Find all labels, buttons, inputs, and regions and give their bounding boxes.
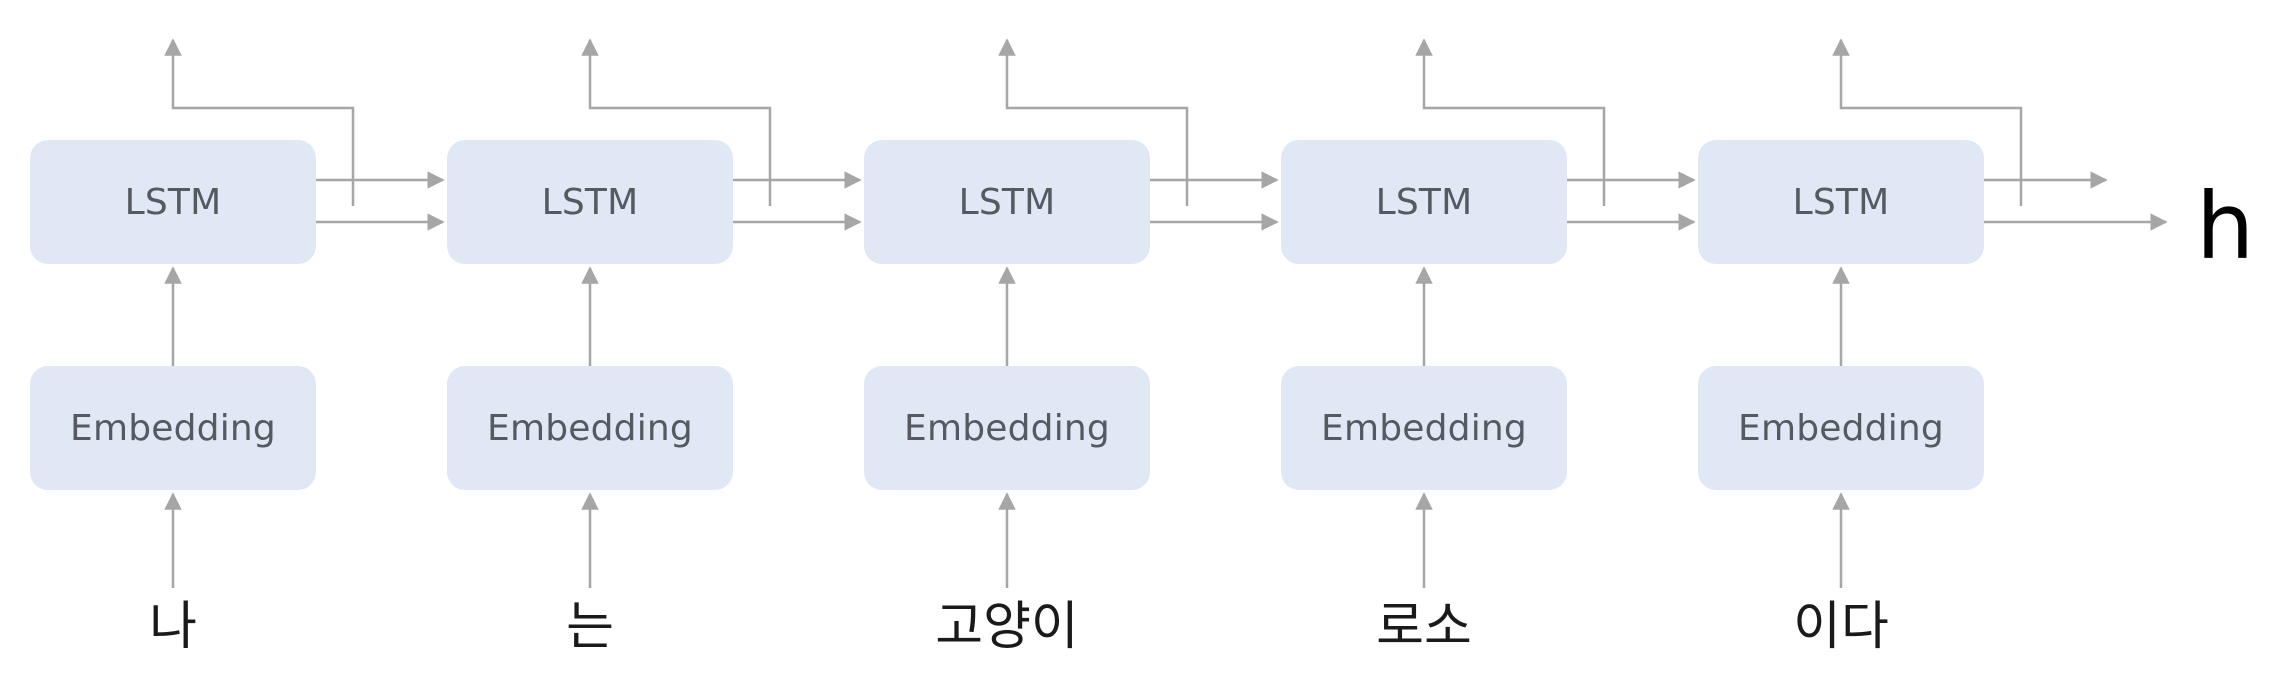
embedding-layer-3: Embedding: [864, 366, 1150, 490]
output-up-arrow-2: [581, 38, 772, 206]
embedding-layer-label: Embedding: [487, 407, 693, 449]
lstm-cell-label: LSTM: [124, 181, 222, 223]
input-token-3: 고양이: [935, 597, 1079, 657]
lstm-cell-2: LSTM: [447, 140, 733, 264]
lstm-cell-label: LSTM: [1375, 181, 1473, 223]
embedding-layer-label: Embedding: [904, 407, 1110, 449]
embedding-layer-2: Embedding: [447, 366, 733, 490]
lstm-cell-1: LSTM: [30, 140, 316, 264]
embedding-layer-label: Embedding: [70, 407, 276, 449]
output-up-arrow-1: [164, 38, 355, 206]
lstm-cell-label: LSTM: [541, 181, 639, 223]
output-up-arrow-5: [1832, 38, 2023, 206]
connector-lines: [164, 38, 2168, 588]
lstm-cell-4: LSTM: [1281, 140, 1567, 264]
embedding-layer-label: Embedding: [1321, 407, 1527, 449]
embedding-layer-label: Embedding: [1738, 407, 1944, 449]
lstm-cell-label: LSTM: [958, 181, 1056, 223]
hidden-state-output-label: h: [2196, 173, 2255, 280]
output-up-arrow-4: [1415, 38, 1606, 206]
input-token-2: 는: [566, 597, 614, 657]
output-up-arrow-3: [998, 38, 1189, 206]
input-token-1: 나: [149, 597, 197, 657]
embedding-layer-1: Embedding: [30, 366, 316, 490]
input-token-5: 이다: [1793, 597, 1889, 657]
embedding-layer-5: Embedding: [1698, 366, 1984, 490]
lstm-cell-3: LSTM: [864, 140, 1150, 264]
input-token-4: 로소: [1376, 597, 1472, 657]
embedding-layer-4: Embedding: [1281, 366, 1567, 490]
lstm-cell-5: LSTM: [1698, 140, 1984, 264]
lstm-cell-label: LSTM: [1792, 181, 1890, 223]
